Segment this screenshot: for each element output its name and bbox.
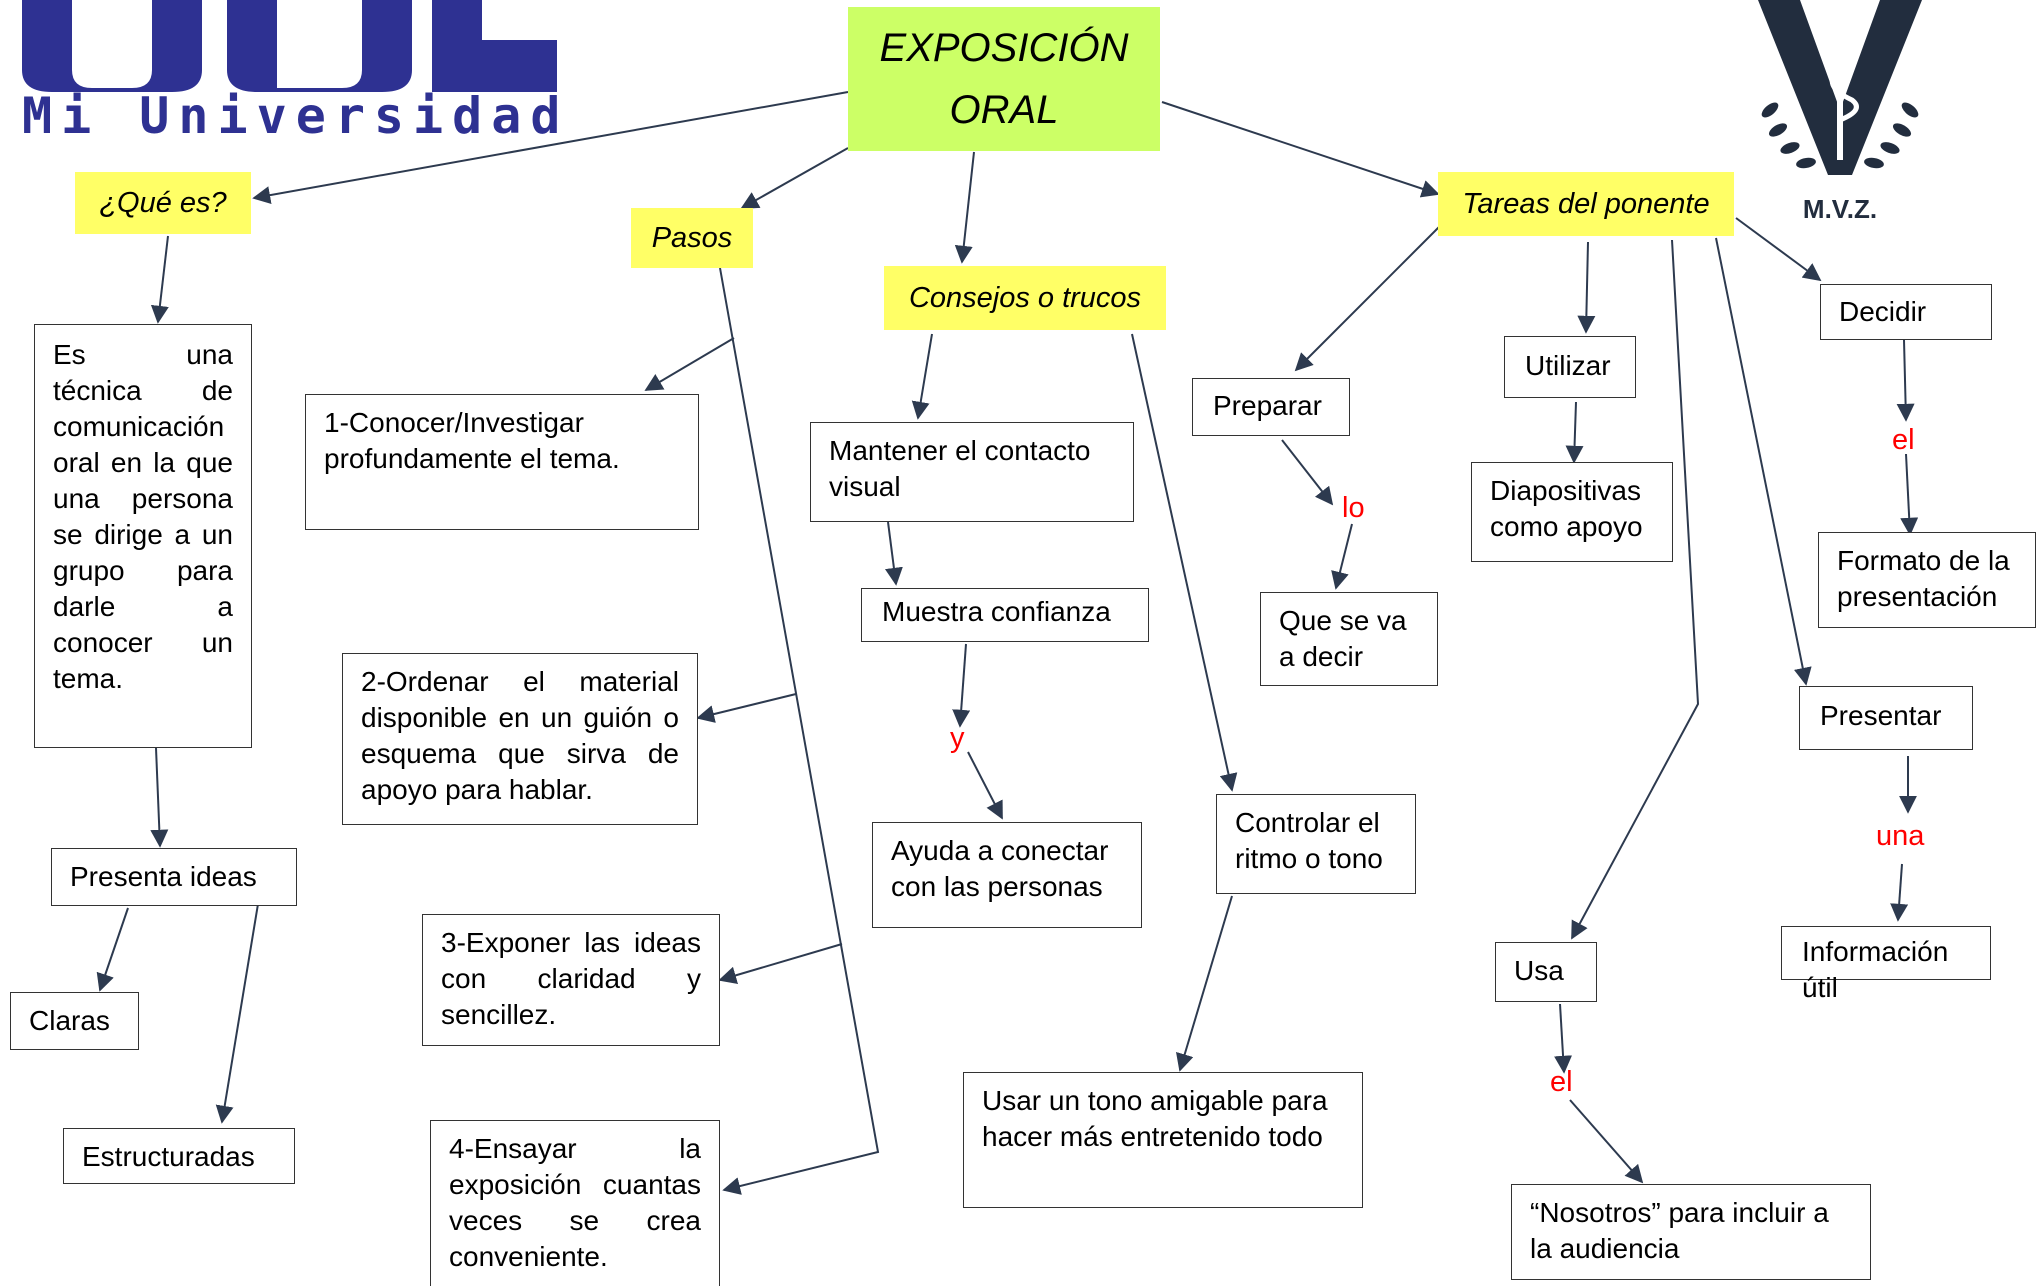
step-3-text: 3-Exponer las ideas con claridad y senci…	[441, 927, 701, 1030]
step-2-box: 2-Ordenar el material disponible en un g…	[342, 653, 698, 825]
connector-y-text: y	[950, 722, 965, 754]
nosotros-text: “Nosotros” para incluir a la audiencia	[1530, 1197, 1829, 1264]
decidir-box: Decidir	[1820, 284, 1992, 340]
step-2-text: 2-Ordenar el material disponible en un g…	[361, 666, 679, 805]
que-se-va-a-decir-box: Que se va a decir	[1260, 592, 1438, 686]
tono-amigable-box: Usar un tono amigable para hacer más ent…	[963, 1072, 1363, 1208]
informacion-util-box: Información útil	[1781, 926, 1991, 1003]
definition-text: Es una técnica de comunicación oral en l…	[53, 339, 233, 694]
estructuradas-text: Estructuradas	[82, 1141, 255, 1172]
presentar-text: Presentar	[1820, 700, 1942, 731]
muestra-confianza-box: Muestra confianza	[861, 588, 1149, 642]
claras-text: Claras	[29, 1005, 110, 1036]
presenta-ideas-text: Presenta ideas	[70, 861, 257, 892]
muestra-confianza-text: Muestra confianza	[882, 596, 1111, 627]
utilizar-text: Utilizar	[1525, 350, 1611, 381]
claras-box: Claras	[10, 992, 139, 1050]
ayuda-conectar-text: Ayuda a conectar con las personas	[891, 835, 1109, 902]
formato-box: Formato de la presentación	[1818, 532, 2036, 628]
que-se-va-a-decir-text: Que se va a decir	[1279, 605, 1407, 672]
usa-box: Usa	[1495, 942, 1597, 1002]
mvz-logo: M.V.Z.	[1740, 0, 1940, 225]
connector-lo: lo	[1342, 492, 1365, 525]
logo-right-text: M.V.Z.	[1803, 194, 1877, 224]
decidir-text: Decidir	[1839, 296, 1927, 327]
connector-el-usa: el	[1550, 1066, 1573, 1099]
informacion-util-text: Información útil	[1802, 936, 1949, 1003]
formato-text: Formato de la presentación	[1837, 545, 2010, 612]
presentar-box: Presentar	[1799, 686, 1973, 750]
preparar-box: Preparar	[1192, 378, 1350, 436]
connector-lo-text: lo	[1342, 492, 1365, 524]
connector-una-text: una	[1876, 820, 1925, 852]
connector-el-usa-text: el	[1550, 1066, 1573, 1098]
usa-text: Usa	[1514, 955, 1564, 986]
connector-y: y	[950, 722, 965, 755]
connector-el-decidir: el	[1892, 424, 1915, 457]
nosotros-box: “Nosotros” para incluir a la audiencia	[1511, 1184, 1871, 1280]
logo-left-text: Mi Universidad	[22, 87, 569, 140]
main-title-text: EXPOSICIÓN ORAL	[879, 26, 1129, 132]
tono-amigable-text: Usar un tono amigable para hacer más ent…	[982, 1085, 1328, 1152]
step-4-text: 4-Ensayar la exposición cuantas veces se…	[449, 1133, 701, 1272]
estructuradas-box: Estructuradas	[63, 1128, 295, 1184]
category-pasos-label: Pasos	[651, 221, 733, 254]
category-pasos: Pasos	[631, 208, 753, 268]
diapositivas-text: Diapositivas como apoyo	[1490, 475, 1643, 542]
category-que-es-label: ¿Qué es?	[99, 186, 227, 219]
step-1-text: 1-Conocer/Investigar profundamente el te…	[324, 407, 620, 474]
preparar-text: Preparar	[1213, 390, 1322, 421]
connector-el-decidir-text: el	[1892, 424, 1915, 456]
contacto-visual-text: Mantener el contacto visual	[829, 435, 1091, 502]
ayuda-conectar-box: Ayuda a conectar con las personas	[872, 822, 1142, 928]
university-logo: Mi Universidad	[12, 0, 572, 145]
controlar-ritmo-text: Controlar el ritmo o tono	[1235, 807, 1383, 874]
definition-box: Es una técnica de comunicación oral en l…	[34, 324, 252, 748]
step-3-box: 3-Exponer las ideas con claridad y senci…	[422, 914, 720, 1046]
contacto-visual-box: Mantener el contacto visual	[810, 422, 1134, 522]
category-consejos-label: Consejos o trucos	[908, 281, 1142, 314]
category-consejos: Consejos o trucos	[884, 266, 1166, 330]
step-1-box: 1-Conocer/Investigar profundamente el te…	[305, 394, 699, 530]
utilizar-box: Utilizar	[1504, 336, 1636, 398]
controlar-ritmo-box: Controlar el ritmo o tono	[1216, 794, 1416, 894]
main-title: EXPOSICIÓN ORAL	[848, 7, 1160, 151]
diapositivas-box: Diapositivas como apoyo	[1471, 462, 1673, 562]
category-tareas-label: Tareas del ponente	[1462, 187, 1710, 220]
category-tareas: Tareas del ponente	[1438, 172, 1734, 236]
step-4-box: 4-Ensayar la exposición cuantas veces se…	[430, 1120, 720, 1286]
presenta-ideas-box: Presenta ideas	[51, 848, 297, 906]
category-que-es: ¿Qué es?	[75, 172, 251, 234]
connector-una: una	[1876, 820, 1924, 853]
